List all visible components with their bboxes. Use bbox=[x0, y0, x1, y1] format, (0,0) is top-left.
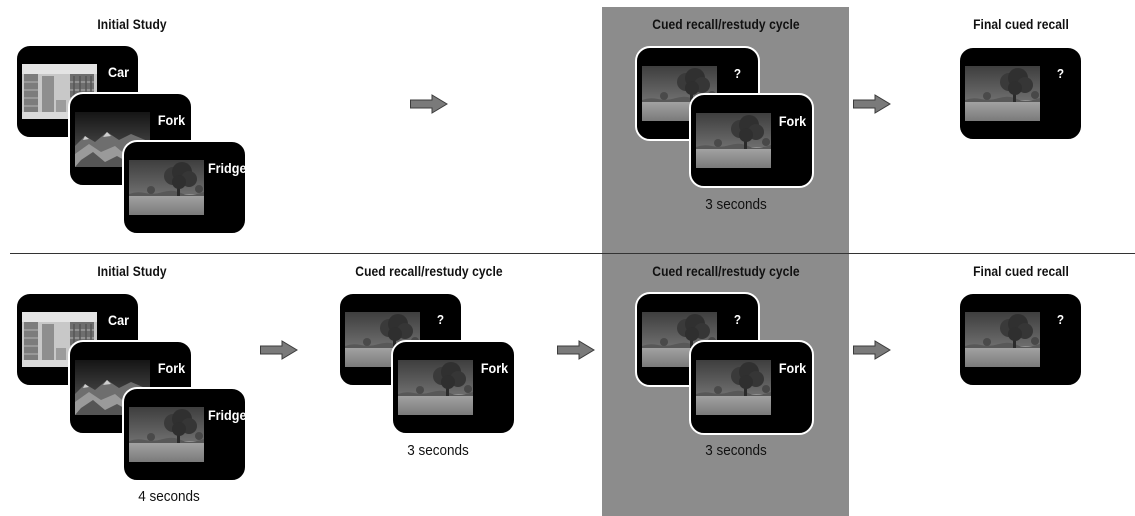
right-arrow-icon bbox=[557, 340, 595, 360]
card-word: ? bbox=[436, 312, 445, 327]
heading-initial-study: Initial Study bbox=[97, 16, 167, 32]
study-card-fridge: Fridge bbox=[122, 387, 247, 482]
heading-initial-study: Initial Study bbox=[97, 263, 167, 279]
restudy-card-fork: Fork bbox=[689, 93, 814, 188]
restudy-card-fork: Fork bbox=[391, 340, 516, 435]
right-arrow-icon bbox=[853, 340, 891, 360]
duration-caption: 3 seconds bbox=[705, 442, 767, 459]
card-word: ? bbox=[733, 312, 742, 327]
tree-field-photo bbox=[965, 312, 1040, 367]
heading-cued-cycle: Cued recall/restudy cycle bbox=[652, 16, 800, 32]
card-word: Fridge bbox=[207, 407, 247, 423]
heading-final-recall: Final cued recall bbox=[973, 16, 1069, 32]
card-word: Fork bbox=[778, 113, 807, 129]
duration-caption: 4 seconds bbox=[138, 488, 200, 505]
card-word: Fridge bbox=[207, 160, 247, 176]
card-word: Car bbox=[107, 312, 130, 328]
card-word: Fork bbox=[157, 112, 186, 128]
duration-caption: 3 seconds bbox=[407, 442, 469, 459]
card-word: Fork bbox=[480, 360, 509, 376]
card-word: Fork bbox=[778, 360, 807, 376]
study-card-fridge: Fridge bbox=[122, 140, 247, 235]
right-arrow-icon bbox=[853, 94, 891, 114]
final-card-question: ? bbox=[958, 292, 1083, 387]
right-arrow-icon bbox=[260, 340, 298, 360]
tree-field-photo bbox=[398, 360, 473, 415]
card-word: ? bbox=[1056, 66, 1065, 81]
duration-caption: 3 seconds bbox=[705, 196, 767, 213]
tree-field-photo bbox=[696, 360, 771, 415]
tree-field-photo bbox=[696, 113, 771, 168]
row-divider bbox=[10, 253, 1135, 254]
tree-field-photo bbox=[129, 407, 204, 462]
right-arrow-icon bbox=[410, 94, 448, 114]
final-card-question: ? bbox=[958, 46, 1083, 141]
card-word: ? bbox=[733, 66, 742, 81]
tree-field-photo bbox=[965, 66, 1040, 121]
restudy-card-fork: Fork bbox=[689, 340, 814, 435]
card-word: Car bbox=[107, 64, 130, 80]
card-word: Fork bbox=[157, 360, 186, 376]
card-word: ? bbox=[1056, 312, 1065, 327]
heading-cued-cycle: Cued recall/restudy cycle bbox=[652, 263, 800, 279]
heading-final-recall: Final cued recall bbox=[973, 263, 1069, 279]
tree-field-photo bbox=[129, 160, 204, 215]
heading-cued-cycle: Cued recall/restudy cycle bbox=[355, 263, 503, 279]
